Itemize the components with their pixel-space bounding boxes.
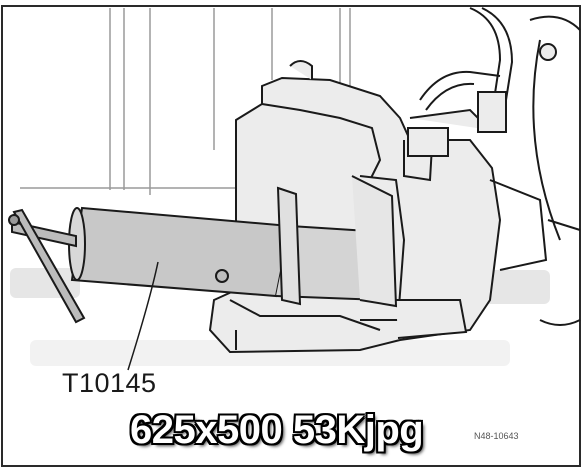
part-number: N48-10643: [474, 431, 519, 441]
tool-label: T10145: [62, 368, 157, 398]
background-lines: [20, 8, 351, 195]
file-info-caption: 625x500 53Kjpg: [130, 408, 424, 452]
tool-cylinder: [68, 175, 398, 308]
t-handle: [8, 208, 86, 324]
wheel-hub: [489, 15, 581, 326]
brake-hose: [407, 7, 514, 157]
label-leader-line: [127, 261, 159, 371]
